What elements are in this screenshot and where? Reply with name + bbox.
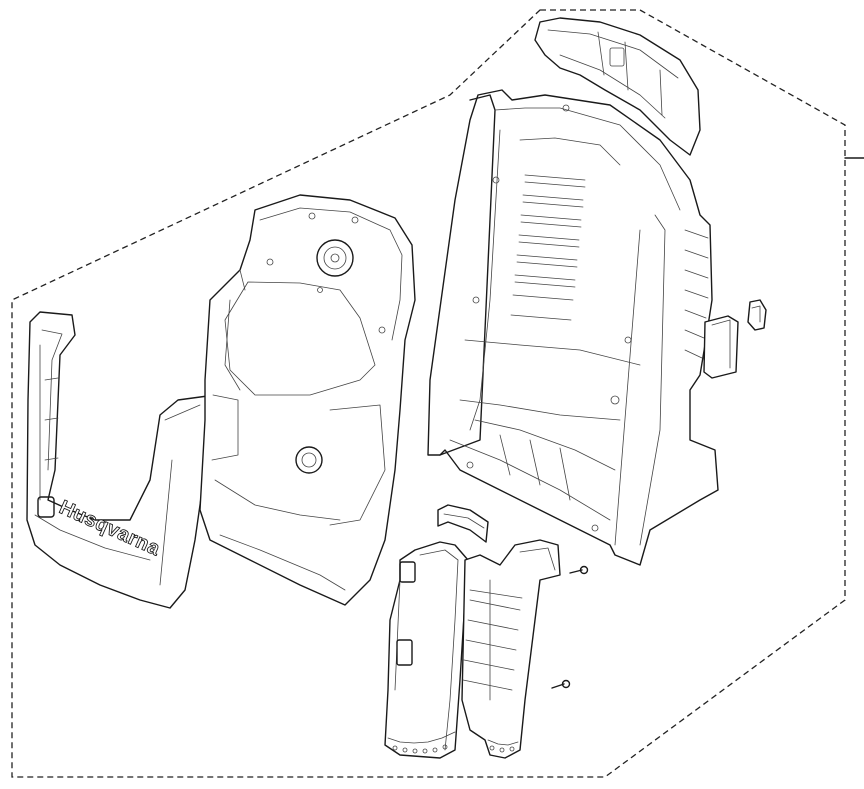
tube-half-left [384,541,469,759]
cover-knob [295,446,323,474]
chassis-frame [427,89,719,566]
tube-half-right [461,539,561,759]
motor-mount-circle [316,239,354,277]
side-clip [703,315,739,379]
screw-upper [569,565,589,575]
top-cap [534,17,701,156]
housing-cover [199,194,416,606]
assembly-boundary [11,9,846,778]
latch-bracket [747,299,767,331]
brand-logo-icon [37,496,55,518]
half-ring-clip [437,504,489,543]
screw-lower [551,679,571,689]
handle-frame: Husqvarna [26,311,219,609]
